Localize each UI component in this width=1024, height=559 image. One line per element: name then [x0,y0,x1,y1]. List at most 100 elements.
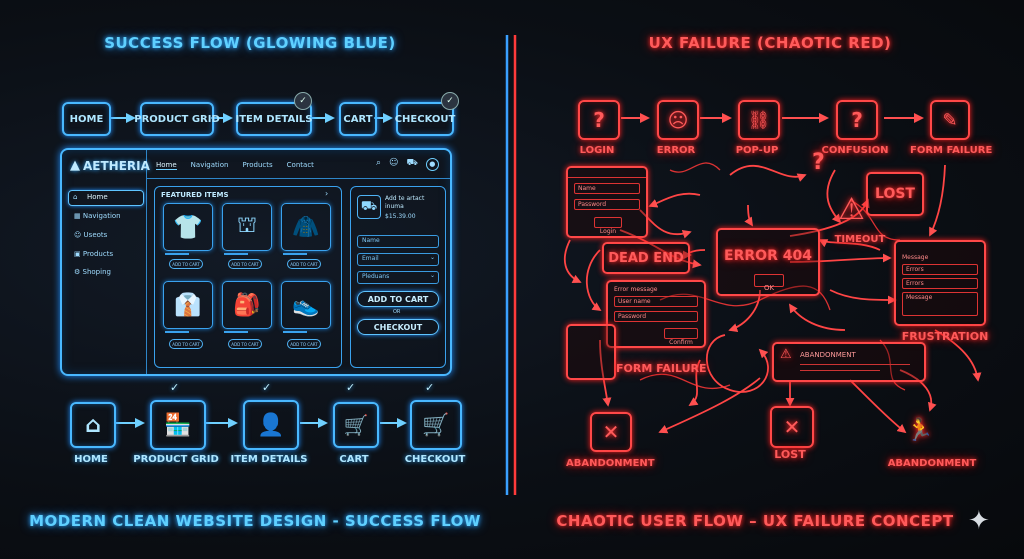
price-bar [283,331,307,333]
top-nav: Home Navigation Products Contact [156,161,314,170]
blue-bottom-label-item-details: ITEM DETAILS [230,454,308,465]
product-add-button[interactable]: ADD TO CART [169,259,203,269]
dead-end-box: DEAD END [602,242,690,274]
field-label: Pleduans [362,273,390,280]
field-label: Email [362,255,379,262]
email-field[interactable]: Email⌄ [357,253,439,266]
password-field[interactable]: Password [614,311,698,322]
login-button[interactable]: Login [594,217,622,235]
password-field[interactable]: Password [574,199,640,210]
sidebar-label: Shoping [82,268,111,276]
label-lost-bottom: LOST [774,448,806,461]
brand-name: AETHERIA [83,158,150,173]
cart-icon[interactable]: ⛟ [406,158,418,168]
sneaker-icon[interactable]: 👟 [281,281,331,329]
login-form-window: Name Password Login [566,166,648,238]
blue-top-node-item-details[interactable]: ITEM DETAILS [235,102,313,136]
product-add-button[interactable]: ADD TO CART [228,339,262,349]
errors-field[interactable]: Errors [902,264,978,275]
products-select[interactable]: Pleduans⌄ [357,271,439,284]
left-footer: MODERN CLEAN WEBSITE DESIGN - SUCCESS FL… [29,512,481,530]
product-add-button[interactable]: ADD TO CART [287,339,321,349]
ok-button[interactable]: OK [754,274,784,292]
sidebar-item-navigation[interactable]: ▦ Navigation [74,212,121,220]
blue-top-node-home[interactable]: HOME [62,102,111,136]
question-icon[interactable]: ? [578,100,620,140]
text-line [800,364,910,365]
hoodie-icon[interactable]: ⛫ [222,203,272,251]
field-label: Name [362,237,380,244]
sidebar-item-products[interactable]: ▣ Products [74,250,113,258]
backpack-icon[interactable]: 🎒 [222,281,272,329]
checkout-button[interactable]: CHECKOUT [357,319,439,335]
shirt-icon[interactable]: 👔 [163,281,213,329]
warning-icon: ⚠ [780,347,792,362]
chevron-right-icon[interactable]: › [325,189,329,198]
name-field[interactable]: Name [357,235,439,248]
sidebar-label: Home [87,193,108,201]
text-line [800,370,880,371]
user-icon[interactable]: 👤 [243,400,299,450]
nav-products[interactable]: Products [242,161,273,169]
nav-navigation[interactable]: Navigation [190,161,229,169]
link-icon[interactable]: ⛓ [738,100,780,140]
product-add-button[interactable]: ADD TO CART [169,339,203,349]
form-header: Message [902,254,929,261]
abandonment-panel: ⚠ ABANDONMENT [772,342,926,382]
check-icon: ✓ [170,381,180,394]
profile-icon[interactable]: ● [425,158,439,171]
sidebar-item-home[interactable]: ⌂ Home [68,190,144,206]
confirm-button[interactable]: Confirm [664,328,698,346]
form-icon[interactable]: ✎ [930,100,970,140]
price-bar [165,253,189,255]
field-label: Password [618,313,647,320]
sidebar-item-shopping[interactable]: ⚙ Shoping [74,268,111,276]
error-message-window: Error message User name Password Confirm [606,280,706,348]
button-label: Login [599,228,617,235]
message-field[interactable]: Message [902,292,978,316]
running-person-icon: 🏃 [906,418,934,443]
website-mockup: ▲ AETHERIA Home Navigation Products Cont… [60,148,452,376]
nav-home[interactable]: Home [156,161,177,170]
cart-item-name: Add te artact inuma [385,195,425,210]
username-field[interactable]: User name [614,296,698,307]
sidebar-item-users[interactable]: ☺ Useots [74,231,107,239]
close-icon[interactable]: ✕ [590,412,632,452]
red-squiggles [639,162,906,391]
label-abandonment-right: ABANDONMENT [887,458,977,469]
product-add-button[interactable]: ADD TO CART [287,259,321,269]
search-icon[interactable]: ⌕ [376,158,382,168]
nav-contact[interactable]: Contact [286,161,314,169]
sad-face-icon[interactable]: ☹ [657,100,699,140]
errors-field[interactable]: Errors [902,278,978,289]
label-error: ERROR [656,145,696,156]
name-field[interactable]: Name [574,183,640,194]
error-404-window: ERROR 404 OK [716,228,820,296]
add-to-cart-button[interactable]: ADD TO CART [357,291,439,307]
question-icon: ? [812,150,825,175]
blue-top-node-cart[interactable]: CART [339,102,377,136]
question-icon[interactable]: ? [836,100,878,140]
blue-top-node-checkout[interactable]: CHECKOUT [395,102,455,136]
store-icon[interactable]: 🏪 [150,400,206,450]
blue-top-node-product-grid[interactable]: PRODUCT GRID [134,102,220,136]
sidebar-divider [146,150,147,374]
close-icon[interactable]: ✕ [770,406,814,448]
blue-bottom-label-home: HOME [74,454,108,465]
brand-logo[interactable]: ▲ AETHERIA [70,158,150,173]
blue-bottom-label-product-grid: PRODUCT GRID [133,454,219,465]
label-popup: POP-UP [735,145,779,156]
product-add-button[interactable]: ADD TO CART [228,259,262,269]
cart-icon[interactable]: 🛒 [333,402,379,448]
field-label: Errors [906,280,924,287]
home-icon[interactable]: ⌂ [70,402,116,448]
check-icon: ✓ [346,381,356,394]
tshirt-icon[interactable]: 👕 [163,203,213,251]
jacket-icon[interactable]: 🧥 [281,203,331,251]
cart-icon[interactable]: 🛒 [410,400,462,450]
user-icon[interactable]: ☺ [389,158,399,168]
label-login: LOGIN [579,145,615,156]
message-form-window: Message Errors Errors Message [894,240,986,326]
right-footer: CHAOTIC USER FLOW – UX FAILURE CONCEPT [556,512,954,530]
